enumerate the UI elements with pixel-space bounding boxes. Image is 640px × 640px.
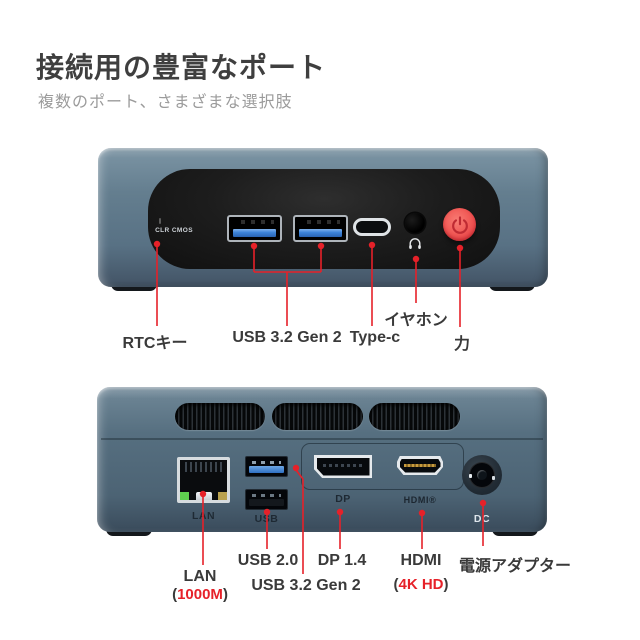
label-earphone: イヤホン bbox=[384, 312, 448, 329]
lan-port-label: LAN bbox=[191, 510, 216, 522]
headphone-icon bbox=[409, 238, 421, 249]
hdmi-note-value: 4K HD bbox=[398, 576, 444, 593]
paren: ) bbox=[443, 576, 449, 593]
page-title: 接続用の豊富なポート bbox=[36, 52, 327, 83]
usb-a-port-1 bbox=[227, 215, 282, 242]
label-hdmi-note: (4K HD) bbox=[393, 576, 448, 593]
label-hdmi: HDMI bbox=[400, 552, 442, 569]
dp-port-label: DP bbox=[335, 493, 351, 505]
usb2-port-back bbox=[245, 489, 288, 510]
dc-port-label: DC bbox=[473, 513, 491, 525]
dp-port bbox=[314, 455, 372, 478]
paren: ( bbox=[172, 586, 178, 603]
dc-contact bbox=[492, 476, 495, 480]
audio-jack bbox=[405, 213, 425, 233]
lan-speed-value: 1000M bbox=[177, 586, 223, 603]
lan-port bbox=[177, 457, 230, 503]
front-panel: CLR CMOS bbox=[148, 169, 500, 269]
label-power-adapter: 電源アダプター bbox=[458, 558, 572, 575]
dc-contact bbox=[469, 474, 472, 478]
usb3-tongue bbox=[299, 229, 342, 237]
usb-a-port-2 bbox=[293, 215, 348, 242]
label-type-c: Type-c bbox=[349, 329, 401, 346]
vent-grille bbox=[175, 403, 265, 430]
power-button bbox=[443, 208, 476, 241]
front-device: CLR CMOS bbox=[98, 148, 548, 291]
usb3-tongue bbox=[249, 466, 284, 473]
vent-grille bbox=[272, 403, 363, 430]
paren: ) bbox=[222, 586, 228, 603]
label-power: 力 bbox=[453, 336, 471, 353]
lan-led-amber bbox=[218, 492, 227, 500]
label-dp14: DP 1.4 bbox=[317, 552, 367, 569]
label-usb20: USB 2.0 bbox=[237, 552, 299, 569]
usb2-tongue bbox=[249, 499, 284, 506]
usb-port-label: USB bbox=[254, 513, 279, 525]
usb-contacts bbox=[252, 461, 281, 464]
panel-seam bbox=[101, 438, 543, 440]
hdmi-port bbox=[397, 456, 443, 475]
type-c-port bbox=[353, 218, 391, 236]
usb-contacts bbox=[235, 220, 274, 224]
label-rtc-key: RTCキー bbox=[122, 335, 188, 352]
usb-contacts bbox=[252, 494, 281, 497]
lan-latch bbox=[195, 492, 212, 500]
paren: ( bbox=[393, 576, 399, 593]
label-lan: LAN bbox=[183, 568, 217, 585]
usb3-port-back bbox=[245, 456, 288, 477]
lan-led-green bbox=[180, 492, 189, 500]
power-icon bbox=[451, 215, 468, 234]
back-device: LAN USB DP HDMI® DC bbox=[97, 387, 547, 536]
vent-grille bbox=[369, 403, 460, 430]
page-subtitle: 複数のポート、さまざまな選択肢 bbox=[38, 94, 293, 111]
dc-jack bbox=[462, 455, 502, 495]
label-usb32-front: USB 3.2 Gen 2 bbox=[232, 329, 342, 346]
usb3-tongue bbox=[233, 229, 276, 237]
clr-cmos-pinhole bbox=[159, 218, 161, 224]
label-lan-speed: (1000M) bbox=[172, 586, 228, 603]
dp-pins bbox=[323, 464, 363, 467]
usb-contacts bbox=[301, 220, 340, 224]
hdmi-pins bbox=[404, 464, 436, 467]
lan-pins bbox=[185, 462, 222, 472]
clr-cmos-label: CLR CMOS bbox=[155, 227, 193, 234]
label-usb32-back: USB 3.2 Gen 2 bbox=[251, 577, 361, 594]
dc-pin bbox=[477, 470, 487, 480]
hdmi-logo: HDMI® bbox=[403, 495, 437, 505]
